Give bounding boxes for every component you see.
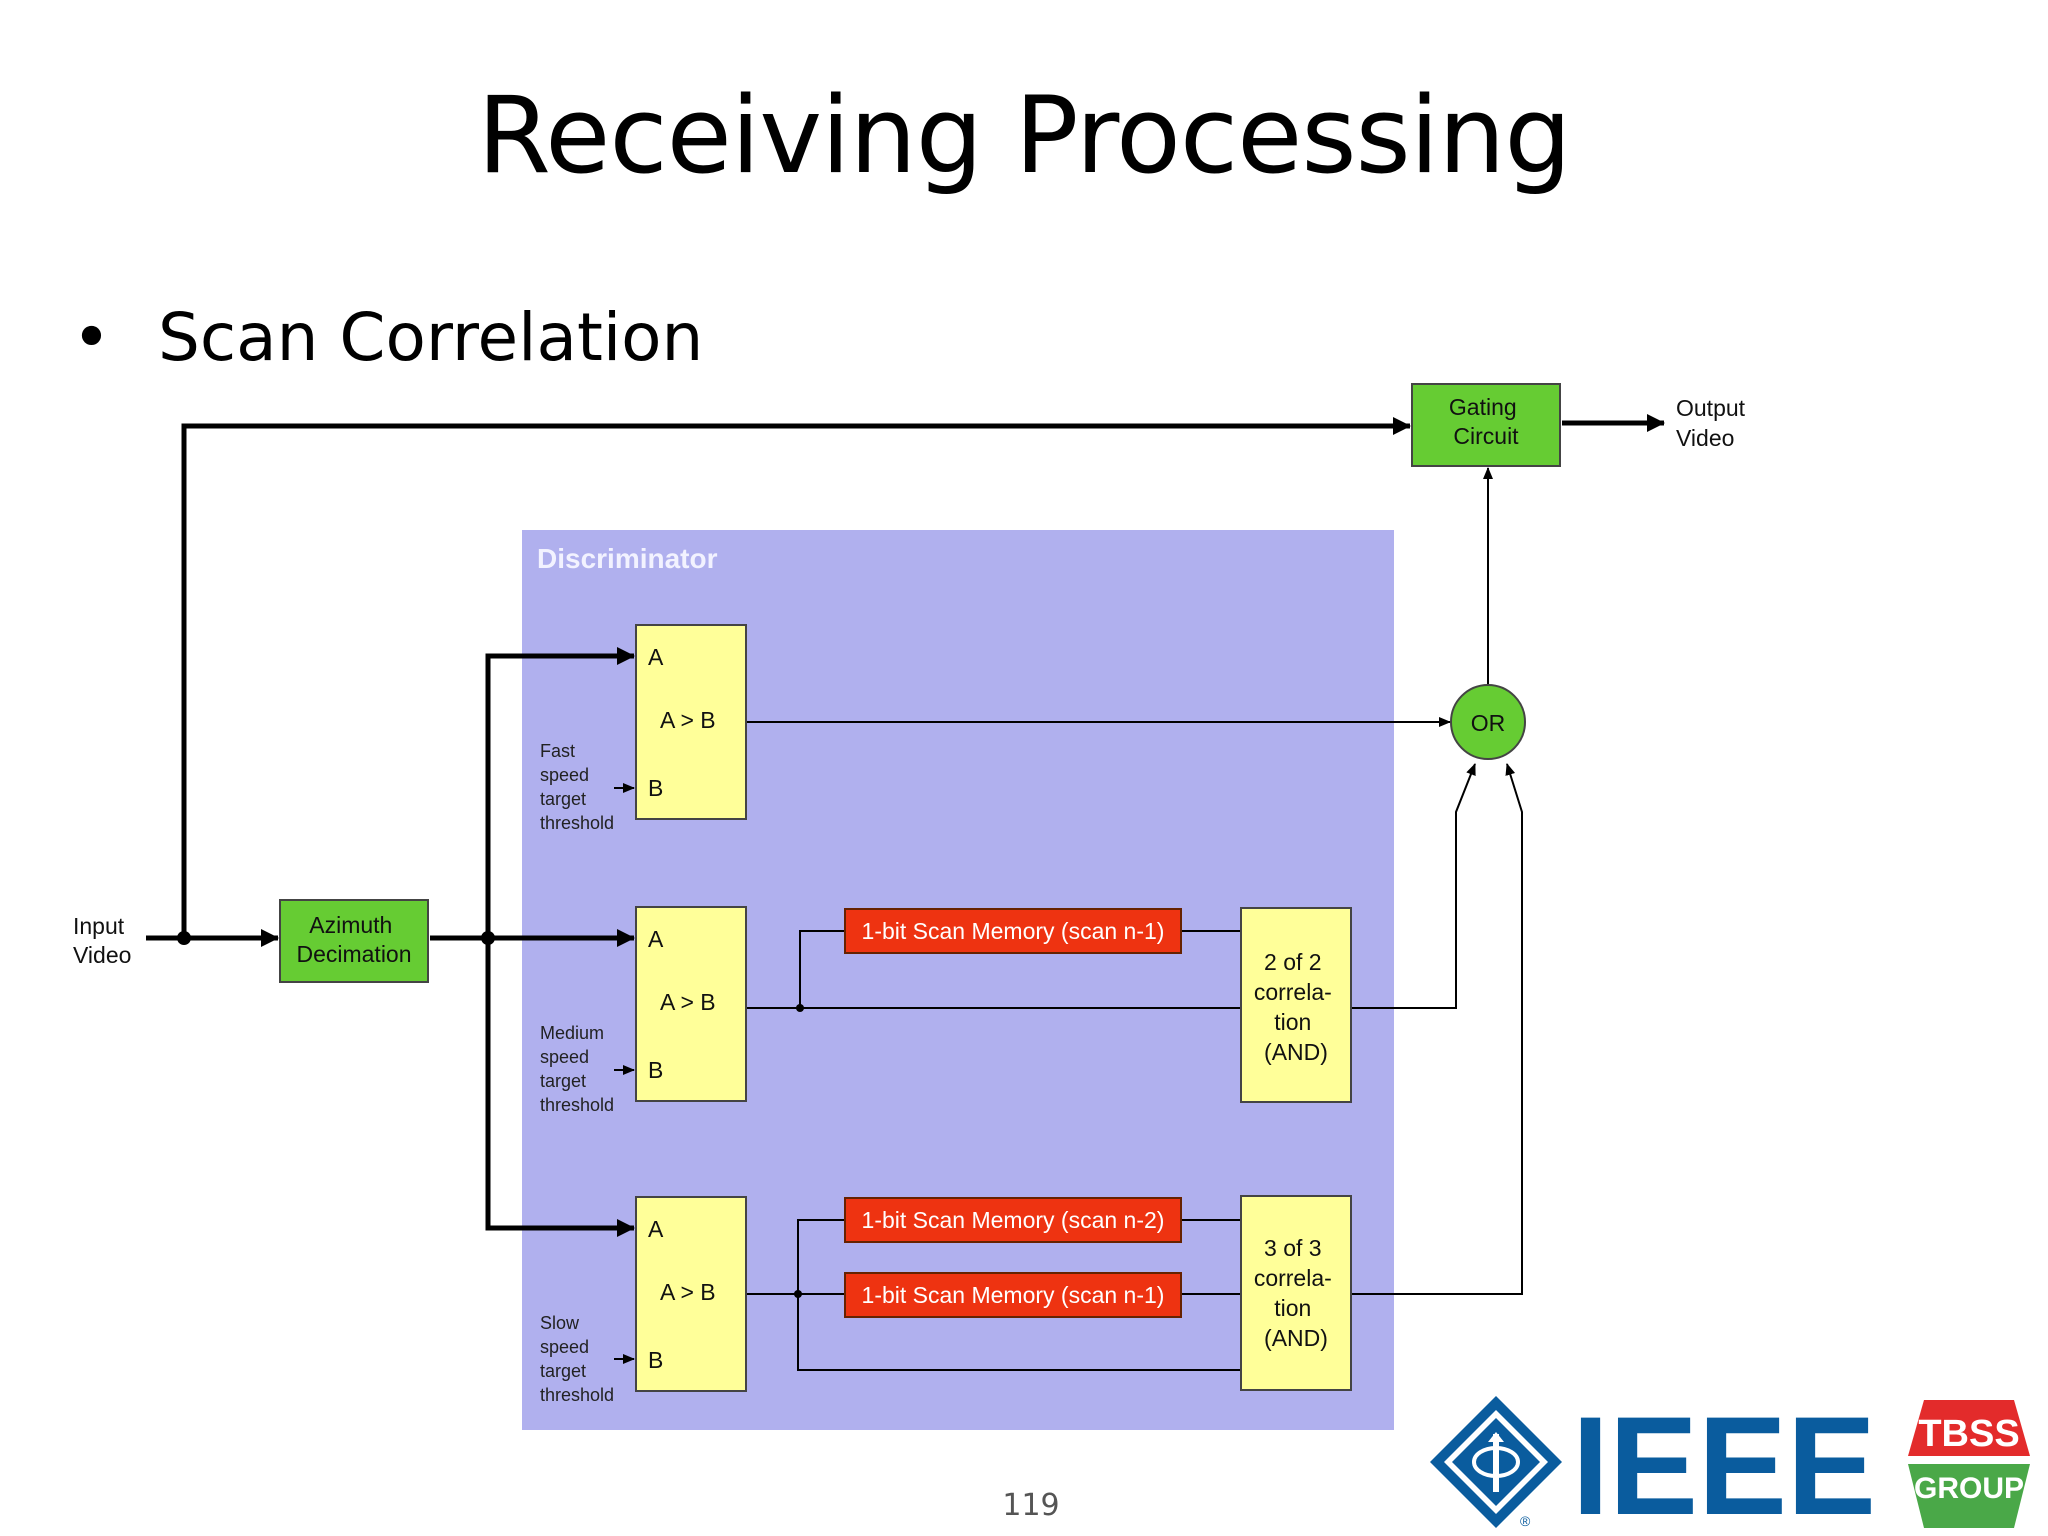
svg-text:1-bit Scan Memory (scan n-2): 1-bit Scan Memory (scan n-2) bbox=[862, 1207, 1165, 1233]
scan-memory-slow-n1: 1-bit Scan Memory (scan n-1) bbox=[844, 1272, 1182, 1318]
junction-dot bbox=[794, 1290, 802, 1298]
fast-threshold-label: Fast speed target threshold bbox=[540, 741, 614, 833]
svg-text:A: A bbox=[648, 926, 664, 952]
svg-text:B: B bbox=[648, 775, 663, 801]
svg-text:OR: OR bbox=[1471, 710, 1506, 736]
three-of-three-correlator: 3 of 3 correla- tion (AND) bbox=[1240, 1195, 1352, 1391]
azimuth-decimation-block: Azimuth Decimation bbox=[279, 899, 429, 983]
slow-comparator: A A > B B bbox=[635, 1196, 747, 1392]
svg-text:3 of 3 correla- ti: 3 of 3 correla- tion (AND) bbox=[1254, 1235, 1338, 1351]
junction-dot bbox=[177, 931, 191, 945]
junction-dot bbox=[481, 931, 495, 945]
svg-text:2 of 2 correla- ti: 2 of 2 correla- tion (AND) bbox=[1254, 949, 1338, 1065]
bullet-text: Scan Correlation bbox=[158, 299, 704, 376]
fast-comparator: A A > B B bbox=[635, 624, 747, 820]
output-video-label: Output Video bbox=[1676, 395, 1751, 451]
svg-text:1-bit Scan Memory (scan n-1): 1-bit Scan Memory (scan n-1) bbox=[862, 918, 1165, 944]
bullet-item: • Scan Correlation bbox=[72, 299, 704, 376]
svg-text:B: B bbox=[648, 1057, 663, 1083]
svg-text:A: A bbox=[648, 644, 664, 670]
scan-memory-medium-n1: 1-bit Scan Memory (scan n-1) bbox=[844, 908, 1182, 954]
page-number: 119 bbox=[1002, 1488, 1060, 1523]
scan-memory-slow-n2: 1-bit Scan Memory (scan n-2) bbox=[844, 1197, 1182, 1243]
svg-text:1-bit Scan Memory (scan n-1): 1-bit Scan Memory (scan n-1) bbox=[862, 1282, 1165, 1308]
ieee-logo: IEEE ® bbox=[1430, 1392, 1876, 1530]
or-gate: OR bbox=[1450, 684, 1526, 760]
svg-text:A > B: A > B bbox=[660, 989, 716, 1015]
svg-text:Azimuth Decimation: Azimuth Decimation bbox=[296, 912, 411, 967]
gating-circuit-block: Gating Circuit bbox=[1411, 383, 1561, 467]
tbss-text: TBSS bbox=[1918, 1413, 2019, 1455]
bullet-dot: • bbox=[72, 299, 111, 376]
svg-text:B: B bbox=[648, 1347, 663, 1373]
input-video-label: Input Video bbox=[73, 913, 131, 968]
svg-text:Gating Circuit: Gating Circuit bbox=[1449, 394, 1523, 449]
medium-comparator: A A > B B bbox=[635, 906, 747, 1102]
tbss-logo: TBSS GROUP bbox=[1908, 1400, 2030, 1528]
registered-mark: ® bbox=[1520, 1513, 1531, 1529]
discriminator-label: Discriminator bbox=[537, 543, 718, 574]
thick-wires bbox=[146, 414, 1665, 1237]
slow-threshold-label: Slow speed target threshold bbox=[540, 1313, 614, 1405]
junction-dot bbox=[796, 1004, 804, 1012]
medium-threshold-label: Medium speed target threshold bbox=[540, 1023, 614, 1115]
svg-text:A > B: A > B bbox=[660, 707, 716, 733]
svg-text:A: A bbox=[648, 1216, 664, 1242]
slide-title: Receiving Processing bbox=[477, 74, 1571, 197]
two-of-two-correlator: 2 of 2 correla- tion (AND) bbox=[1240, 907, 1352, 1103]
svg-text:A > B: A > B bbox=[660, 1279, 716, 1305]
group-text: GROUP bbox=[1914, 1472, 2024, 1505]
ieee-diamond-icon bbox=[1430, 1396, 1562, 1528]
ieee-wordmark: IEEE bbox=[1572, 1392, 1876, 1530]
